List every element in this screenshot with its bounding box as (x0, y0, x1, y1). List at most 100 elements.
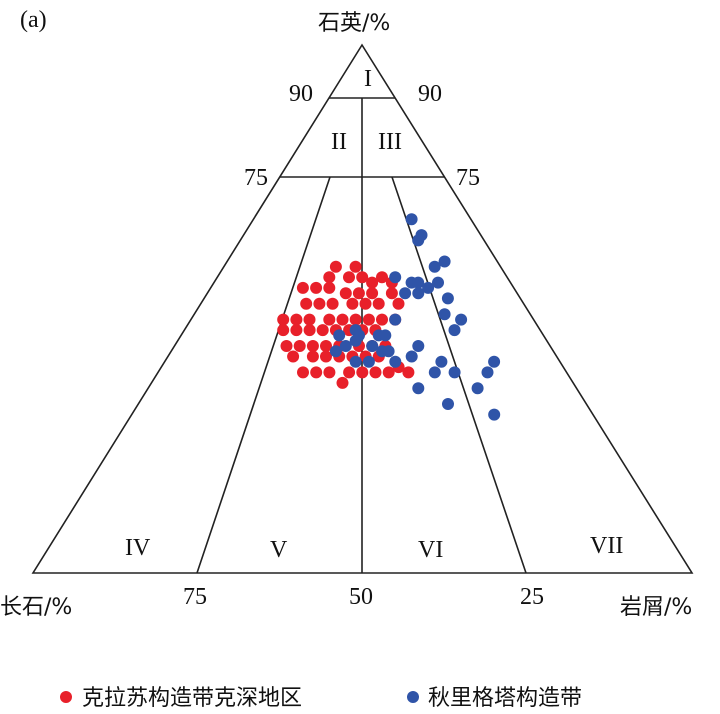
data-point-series0-41 (306, 340, 319, 352)
data-point-series1-35 (428, 366, 441, 379)
data-point-series1-3 (438, 255, 451, 268)
data-point-series0-27 (349, 313, 362, 326)
data-point-series1-8 (432, 276, 444, 289)
data-point-series0-0 (329, 260, 342, 273)
tick-bottom-75: 75 (183, 584, 207, 610)
legend-label-red: 克拉苏构造带克深地区 (82, 686, 302, 711)
data-point-series1-25 (329, 345, 342, 358)
data-point-series0-23 (290, 313, 303, 326)
data-point-series0-22 (277, 313, 290, 326)
data-point-series0-29 (376, 313, 388, 326)
data-point-series1-5 (389, 271, 402, 284)
data-point-series0-17 (326, 297, 339, 310)
data-point-series1-13 (438, 308, 451, 321)
axis-label-lithic: 岩屑/% (620, 595, 692, 620)
data-points (277, 213, 501, 421)
data-point-series0-14 (385, 287, 398, 300)
axis-label-feldspar: 长石/% (0, 595, 72, 620)
data-point-series0-10 (323, 281, 336, 294)
region-label-1: I (364, 66, 372, 92)
data-point-series0-2 (323, 271, 336, 284)
data-point-series0-57 (323, 366, 336, 379)
data-point-series0-4 (376, 271, 388, 284)
region-label-4: IV (125, 535, 151, 561)
data-point-series0-33 (303, 324, 316, 337)
data-point-series0-19 (359, 297, 372, 310)
data-point-series1-10 (399, 287, 412, 300)
tick-left-90: 90 (289, 81, 313, 107)
data-point-series0-31 (277, 324, 290, 337)
data-point-series1-38 (412, 382, 425, 395)
legend-marker-blue (407, 691, 419, 703)
tick-right-90: 90 (418, 81, 442, 107)
data-point-series0-6 (366, 276, 379, 289)
tick-bottom-25: 25 (520, 584, 544, 610)
tick-bottom-50: 50 (349, 584, 373, 610)
region-label-7: VII (590, 533, 623, 559)
data-point-series0-1 (349, 260, 362, 273)
tick-left-75: 75 (244, 165, 268, 191)
data-point-series0-59 (356, 366, 369, 379)
region-label-3: III (378, 129, 402, 155)
data-point-series1-29 (405, 350, 418, 363)
data-point-series1-30 (349, 355, 362, 368)
data-point-series1-16 (389, 313, 402, 326)
data-point-series0-9 (310, 281, 323, 294)
data-point-series1-4 (428, 260, 441, 273)
data-point-series0-49 (320, 350, 332, 363)
data-point-series0-21 (392, 297, 405, 310)
data-point-series1-40 (442, 398, 454, 410)
region-label-6: VI (418, 537, 443, 563)
data-point-series1-23 (366, 340, 379, 352)
data-point-series0-24 (303, 313, 316, 326)
data-point-series0-63 (336, 376, 349, 389)
data-point-series0-20 (372, 297, 385, 310)
data-point-series1-36 (448, 366, 461, 379)
triangle-frame (31, 43, 694, 574)
legend-marker-red (60, 691, 72, 703)
data-point-series1-11 (412, 287, 425, 300)
data-point-series1-24 (339, 340, 352, 352)
data-point-series0-13 (366, 287, 379, 300)
data-point-series1-20 (349, 334, 362, 347)
data-point-series1-39 (471, 382, 484, 395)
data-point-series0-16 (313, 297, 326, 310)
data-point-series1-7 (412, 276, 425, 289)
data-point-series0-47 (287, 350, 300, 363)
data-point-series0-39 (280, 340, 293, 352)
data-point-series1-41 (488, 408, 501, 421)
region-label-5: V (270, 537, 288, 563)
data-point-series0-62 (402, 366, 415, 379)
data-point-series0-60 (369, 366, 382, 379)
data-point-series0-3 (343, 271, 355, 284)
data-point-series0-28 (362, 313, 375, 326)
data-point-series0-8 (296, 281, 309, 294)
data-point-series1-31 (362, 355, 375, 368)
data-point-series1-14 (455, 313, 468, 326)
data-point-series1-33 (435, 355, 448, 368)
panel-label: (a) (20, 7, 47, 33)
data-point-series0-12 (352, 287, 365, 300)
data-point-series1-15 (448, 324, 461, 337)
data-point-series1-32 (389, 355, 402, 368)
axis-label-quartz: 石英/% (318, 11, 390, 36)
data-point-series0-40 (293, 340, 306, 352)
data-point-series0-15 (300, 297, 313, 310)
region-label-2: II (331, 129, 347, 155)
divider-75-line (196, 176, 331, 574)
data-point-series0-42 (320, 340, 332, 352)
legend: 克拉苏构造带克深地区 秋里格塔构造带 (60, 686, 582, 711)
legend-label-blue: 秋里格塔构造带 (428, 686, 582, 711)
data-point-series0-56 (310, 366, 323, 379)
data-point-series0-26 (336, 313, 349, 326)
data-point-series0-61 (382, 366, 395, 379)
data-point-series0-55 (297, 366, 309, 379)
data-point-series0-48 (306, 350, 319, 363)
data-point-series0-32 (290, 324, 303, 337)
data-point-series0-5 (356, 271, 369, 284)
tick-right-75: 75 (456, 165, 480, 191)
data-point-series1-22 (379, 329, 392, 342)
data-point-series0-34 (316, 324, 329, 337)
data-point-series0-25 (323, 313, 336, 326)
